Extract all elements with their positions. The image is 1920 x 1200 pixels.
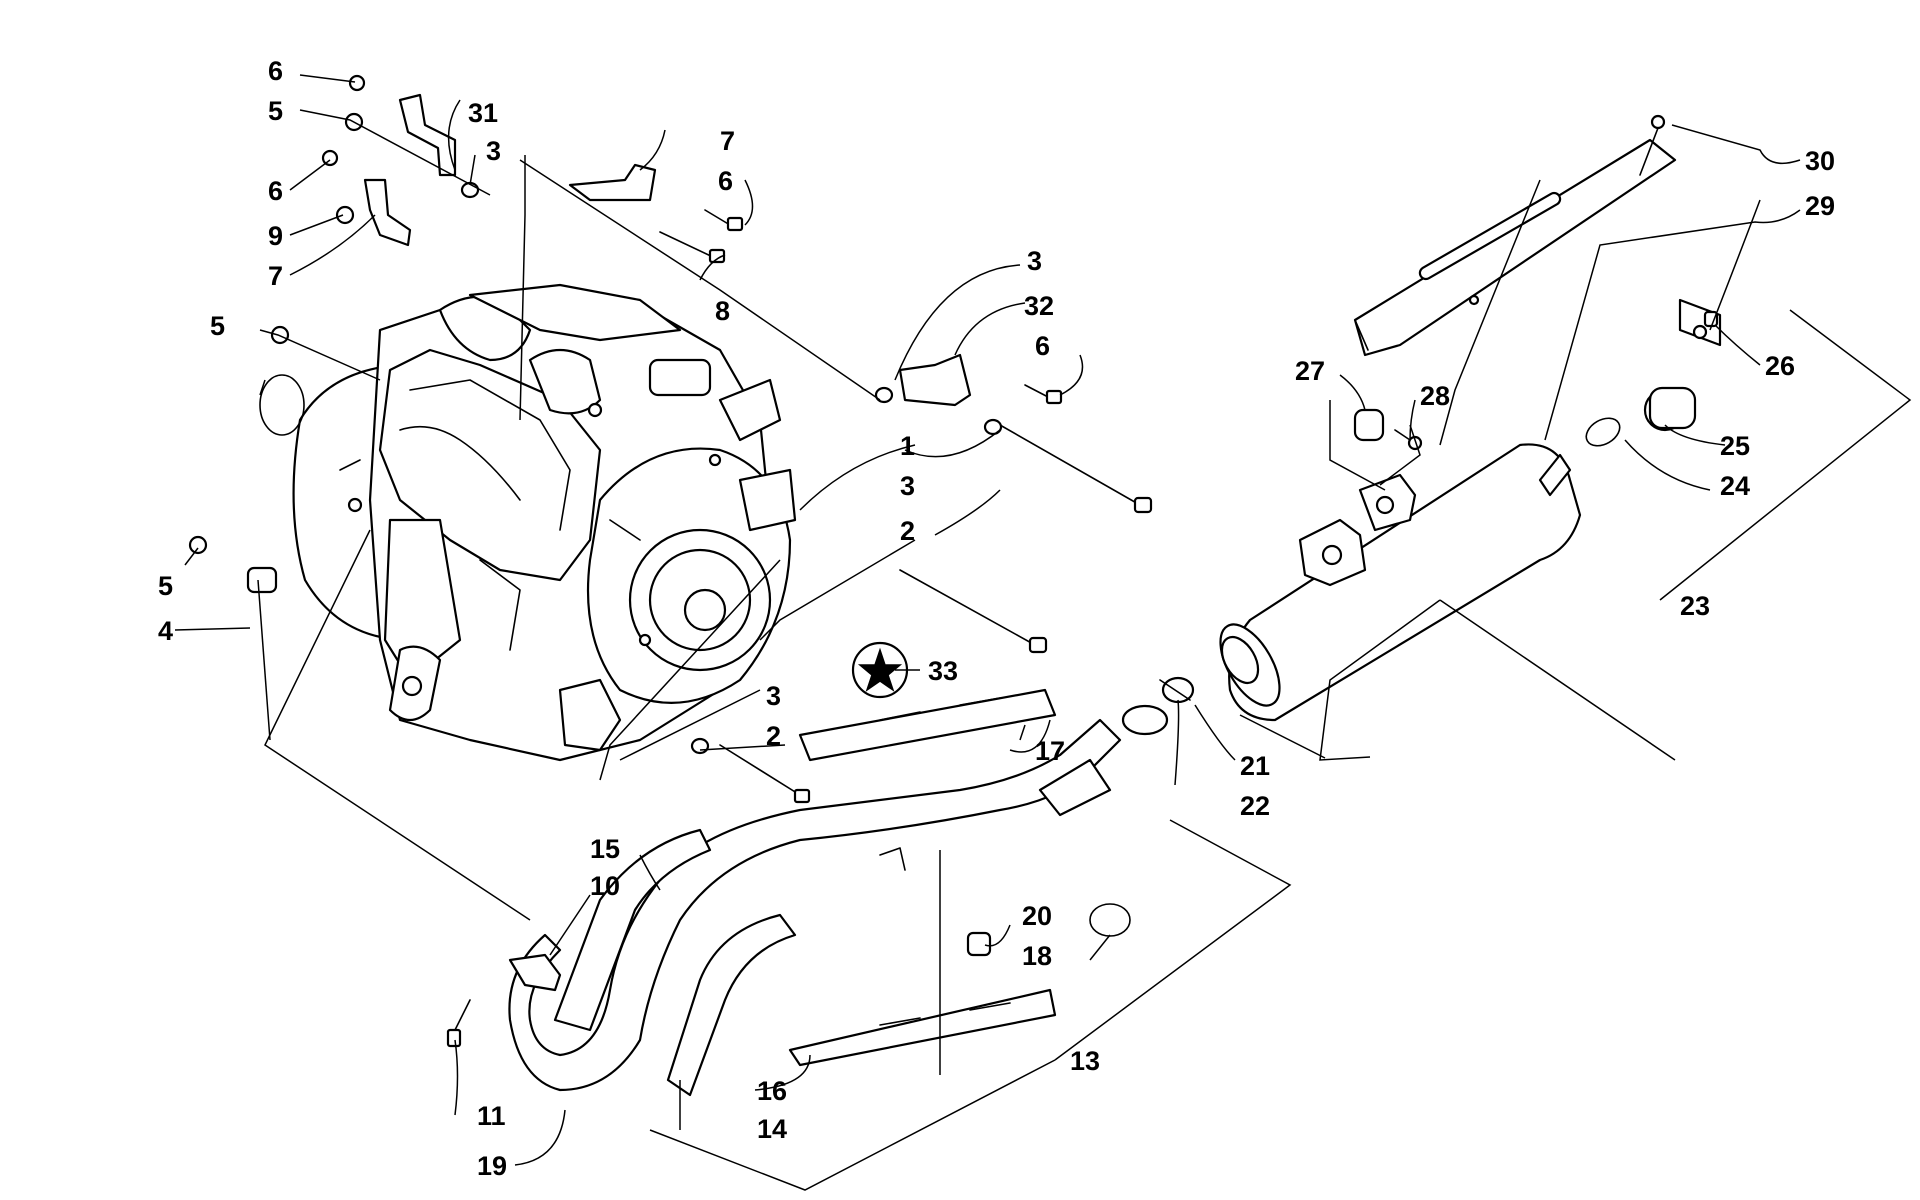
callout-labels: 6 5 31 3 6 9 7 7 6 8 3 32 6 5 1 3 2 5 4 … — [158, 56, 1835, 1181]
callout-22: 23 — [1680, 591, 1710, 621]
callout-17: 18 — [1022, 941, 1052, 971]
callout-6: 6 — [268, 176, 283, 206]
engine-assembly — [292, 283, 797, 762]
callout-20: 21 — [1240, 751, 1270, 781]
callout-16: 17 — [1035, 736, 1065, 766]
callout-5: 5 — [210, 311, 225, 341]
callout-10: 10 — [590, 871, 620, 901]
callout-23: 24 — [1720, 471, 1750, 501]
callout-5: 5 — [268, 96, 283, 126]
callout-3: 3 — [486, 136, 501, 166]
callout-7: 7 — [720, 126, 735, 156]
callout-24: 25 — [1720, 431, 1750, 461]
callout-28: 29 — [1805, 191, 1835, 221]
callout-9: 9 — [268, 221, 283, 251]
callout-31: 32 — [1024, 291, 1054, 321]
callout-29: 30 — [1805, 146, 1835, 176]
callout-15: 16 — [757, 1076, 787, 1106]
callout-2: 2 — [900, 516, 915, 546]
callout-25: 26 — [1765, 351, 1795, 381]
callout-4: 4 — [158, 616, 173, 646]
callout-13: 14 — [757, 1114, 787, 1144]
exhaust-header — [446, 676, 1195, 1097]
callout-3: 3 — [766, 681, 781, 711]
emblem-decal — [851, 641, 909, 699]
callout-32: 33 — [928, 656, 958, 686]
callout-6: 6 — [718, 166, 733, 196]
callout-3: 3 — [1027, 246, 1042, 276]
callout-2: 2 — [766, 721, 781, 751]
callout-5: 5 — [158, 571, 173, 601]
engine-brackets — [188, 74, 1153, 804]
callout-8: 8 — [715, 296, 730, 326]
callout-14: 15 — [590, 834, 620, 864]
callout-27: 28 — [1420, 381, 1450, 411]
callout-6: 6 — [1035, 331, 1050, 361]
callout-21: 22 — [1240, 791, 1270, 821]
muffler-assembly — [1219, 114, 1722, 722]
callout-18: 19 — [477, 1151, 507, 1181]
callout-3: 3 — [900, 471, 915, 501]
callout-1: 1 — [900, 431, 915, 461]
callout-19: 20 — [1022, 901, 1052, 931]
callout-30: 31 — [468, 98, 498, 128]
callout-7: 7 — [268, 261, 283, 291]
callout-6: 6 — [268, 56, 283, 86]
callout-11: 11 — [477, 1101, 506, 1131]
callout-26: 27 — [1295, 356, 1325, 386]
leader-lines — [174, 74, 1912, 1191]
callout-12: 13 — [1070, 1046, 1100, 1076]
